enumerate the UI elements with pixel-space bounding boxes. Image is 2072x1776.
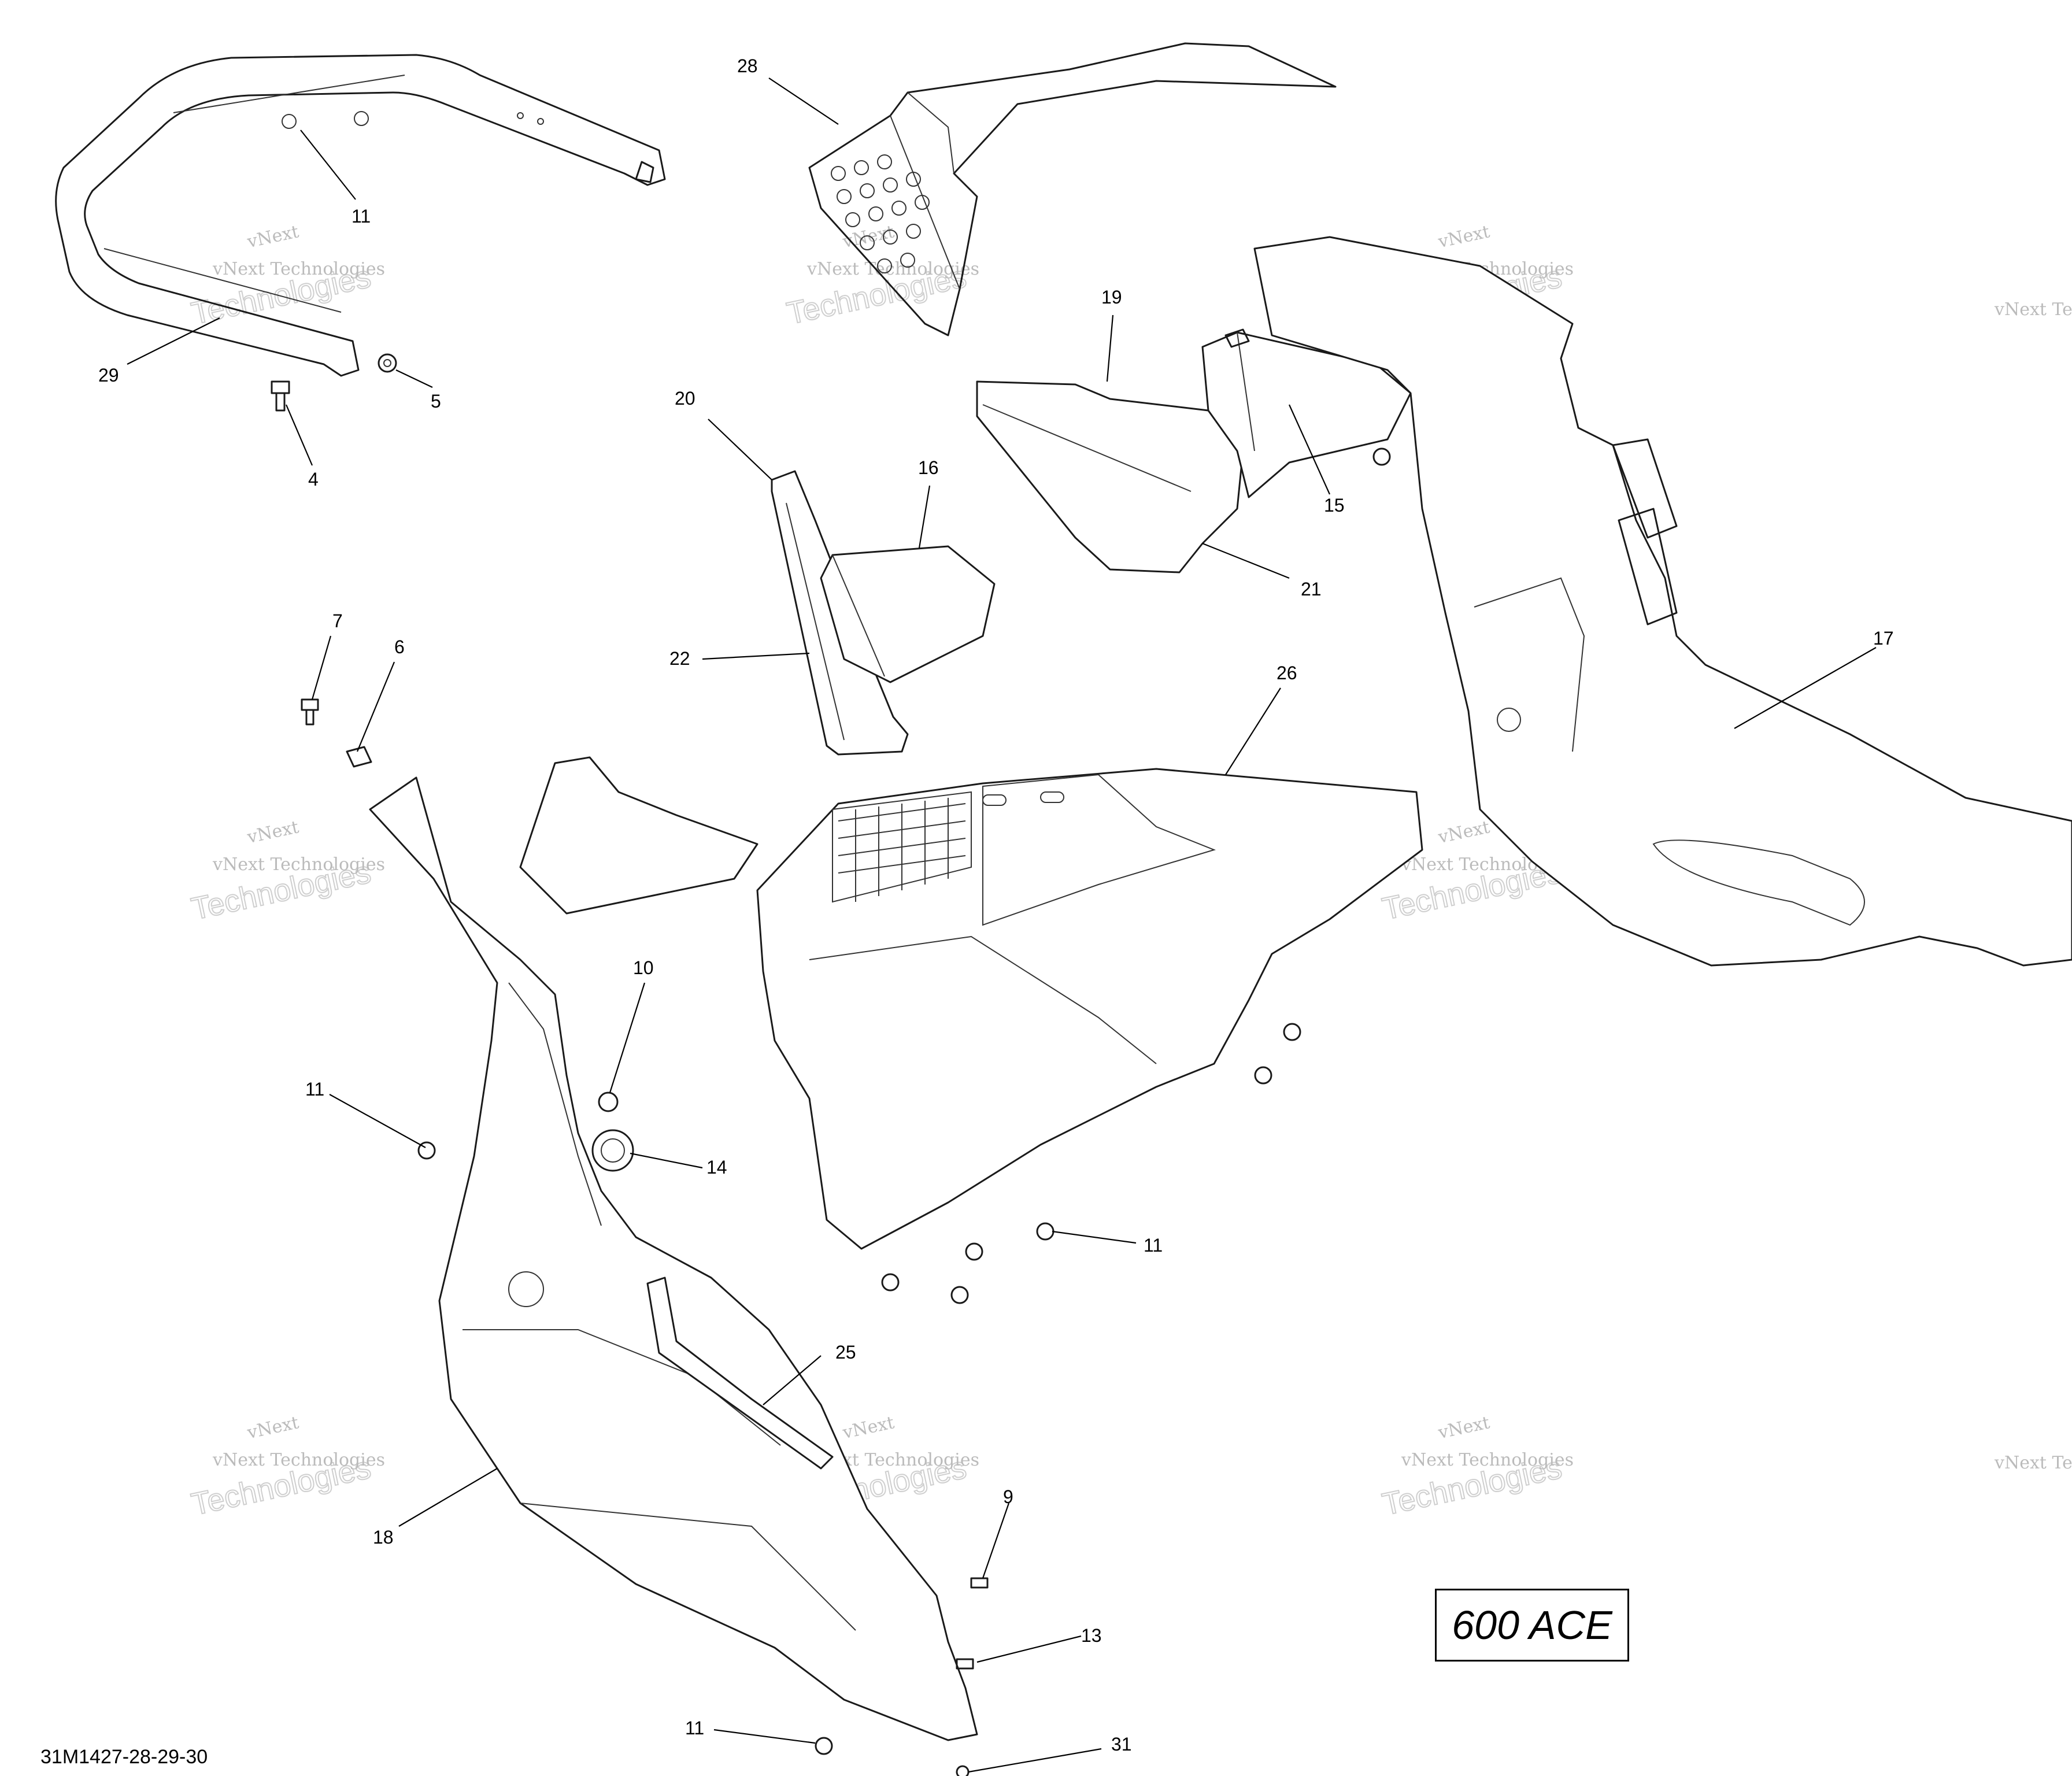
diagram-id-label: 31M1427-28-29-30: [40, 1746, 208, 1768]
callout-label: 18: [373, 1527, 394, 1548]
watermark-text: vNext: [245, 817, 301, 848]
part-vent-16: [820, 545, 996, 683]
callout-label: 7: [332, 610, 343, 631]
watermark-text: vNext: [1436, 1412, 1492, 1443]
callout-label: 14: [706, 1157, 727, 1178]
callout-label: 26: [1276, 663, 1297, 683]
part-rear-handle: [55, 54, 666, 377]
callout-label: 15: [1324, 495, 1345, 516]
watermark-text: vNext Technologies: [1994, 1453, 2072, 1473]
watermark-text: vNext: [245, 1412, 301, 1443]
callout-label: 11: [1144, 1235, 1163, 1256]
part-side-panel-19: [976, 380, 1244, 574]
callout-label: 11: [685, 1718, 704, 1738]
watermark-text: vNext: [841, 1412, 896, 1443]
callout-label: 9: [1003, 1486, 1013, 1507]
model-label-box: 600 ACE: [1435, 1589, 1629, 1662]
watermark-text: vNext: [245, 221, 301, 252]
callout-label: 6: [394, 637, 405, 657]
part-nut-5: [378, 353, 397, 373]
part-rear-plate: [808, 42, 1337, 336]
plate-holes: [831, 154, 930, 273]
callout-label: 31: [1111, 1734, 1132, 1755]
callout-label: 4: [308, 469, 319, 490]
callout-label: 21: [1301, 579, 1322, 600]
callout-label: 29: [98, 365, 119, 386]
callout-label: 10: [633, 957, 654, 978]
callout-labels: 28 11 29 5 4 20 16 22 19 15 21 17 7 6 26…: [98, 56, 1894, 1755]
watermark-text: vNext Technologies: [212, 259, 385, 279]
callout-label: 20: [675, 388, 695, 409]
watermark-text: vNext Technologies: [1401, 1450, 1574, 1470]
part-side-panel-18: [369, 756, 978, 1741]
callout-label: 5: [431, 391, 441, 412]
watermark-text: vNext Technologies: [806, 259, 979, 279]
watermark-text: vNext: [841, 221, 896, 252]
part-side-panel-17: [1253, 236, 2072, 967]
part-trim-25: [646, 1276, 834, 1470]
part-duct-15: [1201, 328, 1412, 498]
leader-lines: [127, 77, 1877, 1773]
watermark-text: vNext: [1436, 817, 1492, 848]
watermark-text: vNext: [1436, 221, 1492, 252]
callout-label: 11: [305, 1079, 324, 1100]
part-fasteners: [301, 447, 1391, 1776]
callout-label: 17: [1873, 628, 1894, 649]
part-front-console: [756, 768, 1423, 1250]
callout-label: 28: [737, 56, 758, 76]
watermark-text: vNext Technologies: [1994, 299, 2072, 320]
watermark-text: vNext Technologies: [212, 854, 385, 875]
part-fastener-4: [271, 380, 290, 412]
callout-label: 13: [1081, 1625, 1102, 1646]
callout-label: 25: [835, 1342, 856, 1363]
watermark-text: vNext Technologies: [212, 1450, 385, 1470]
callout-label: 11: [352, 206, 371, 227]
callout-label: 22: [669, 648, 690, 669]
callout-label: 16: [918, 457, 939, 478]
callout-label: 19: [1101, 287, 1122, 308]
model-label: 600 ACE: [1452, 1603, 1612, 1648]
